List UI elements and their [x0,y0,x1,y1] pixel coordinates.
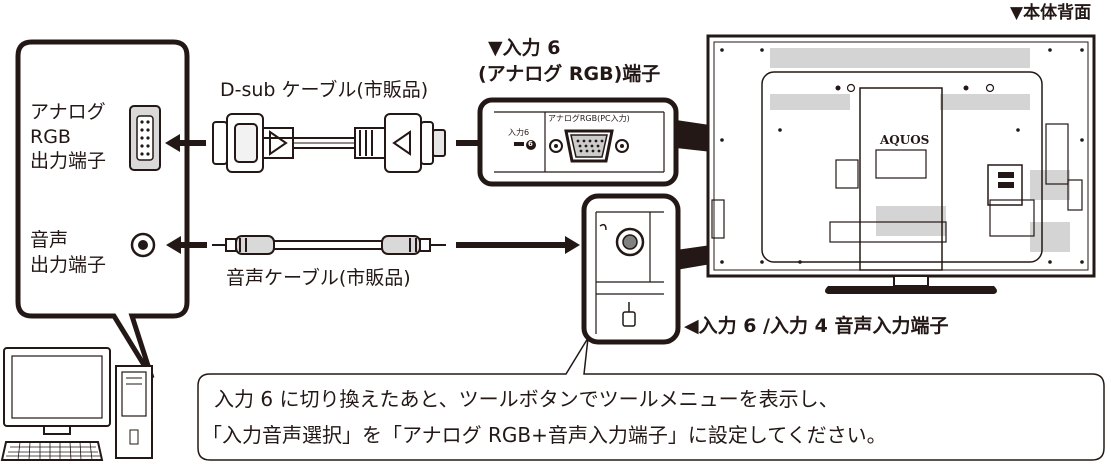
panel-analog-rgb-label: アナログRGB(PC入力) [548,114,630,123]
audio-cable-icon [212,235,446,255]
tv-logo: AQUOS [880,133,930,147]
pc-output-panel [15,39,190,380]
input6-subtitle: (アナログ RGB)端子 [478,63,661,85]
rear-view-label: ▼本体背面 [1010,3,1092,23]
panel-input6-badge: 6 [528,140,533,148]
dsub-cable-icon [212,113,446,173]
pc-audio-out-label: 音声 出力端子 [30,229,107,276]
pc-vga-port-icon [129,105,161,171]
note-line-1: 入力 6 に切り換えたあと、ツールボタンでツールメニューを表示し、 [214,387,839,411]
note-line-2: 「入力音声選択」を「アナログ RGB+音声入力端子」に設定してください。 [202,423,887,447]
arrow-to-pc-vga [165,134,206,152]
input6-title: ▼入力 6 [488,37,561,59]
note-bubble [197,337,1105,461]
input6-panel-closeup [477,97,679,187]
panel-input6-label: 入力6 [508,128,530,137]
pc-analog-out-label: アナログ RGB 出力端子 [30,101,107,173]
tv-rear-view [706,34,1096,294]
computer-icon [0,347,153,461]
dsub-cable-label: D-sub ケーブル(市販品) [220,79,429,101]
arrow-to-pc-audio [166,236,207,254]
audio-input-label: ◀入力 6 /入力 4 音声入力端子 [684,315,949,337]
pc-audio-jack-icon [130,232,156,258]
audio-cable-label: 音声ケーブル(市販品) [226,267,411,289]
audio-input-closeup [581,193,681,345]
arrow-to-tv-audio [456,236,580,254]
